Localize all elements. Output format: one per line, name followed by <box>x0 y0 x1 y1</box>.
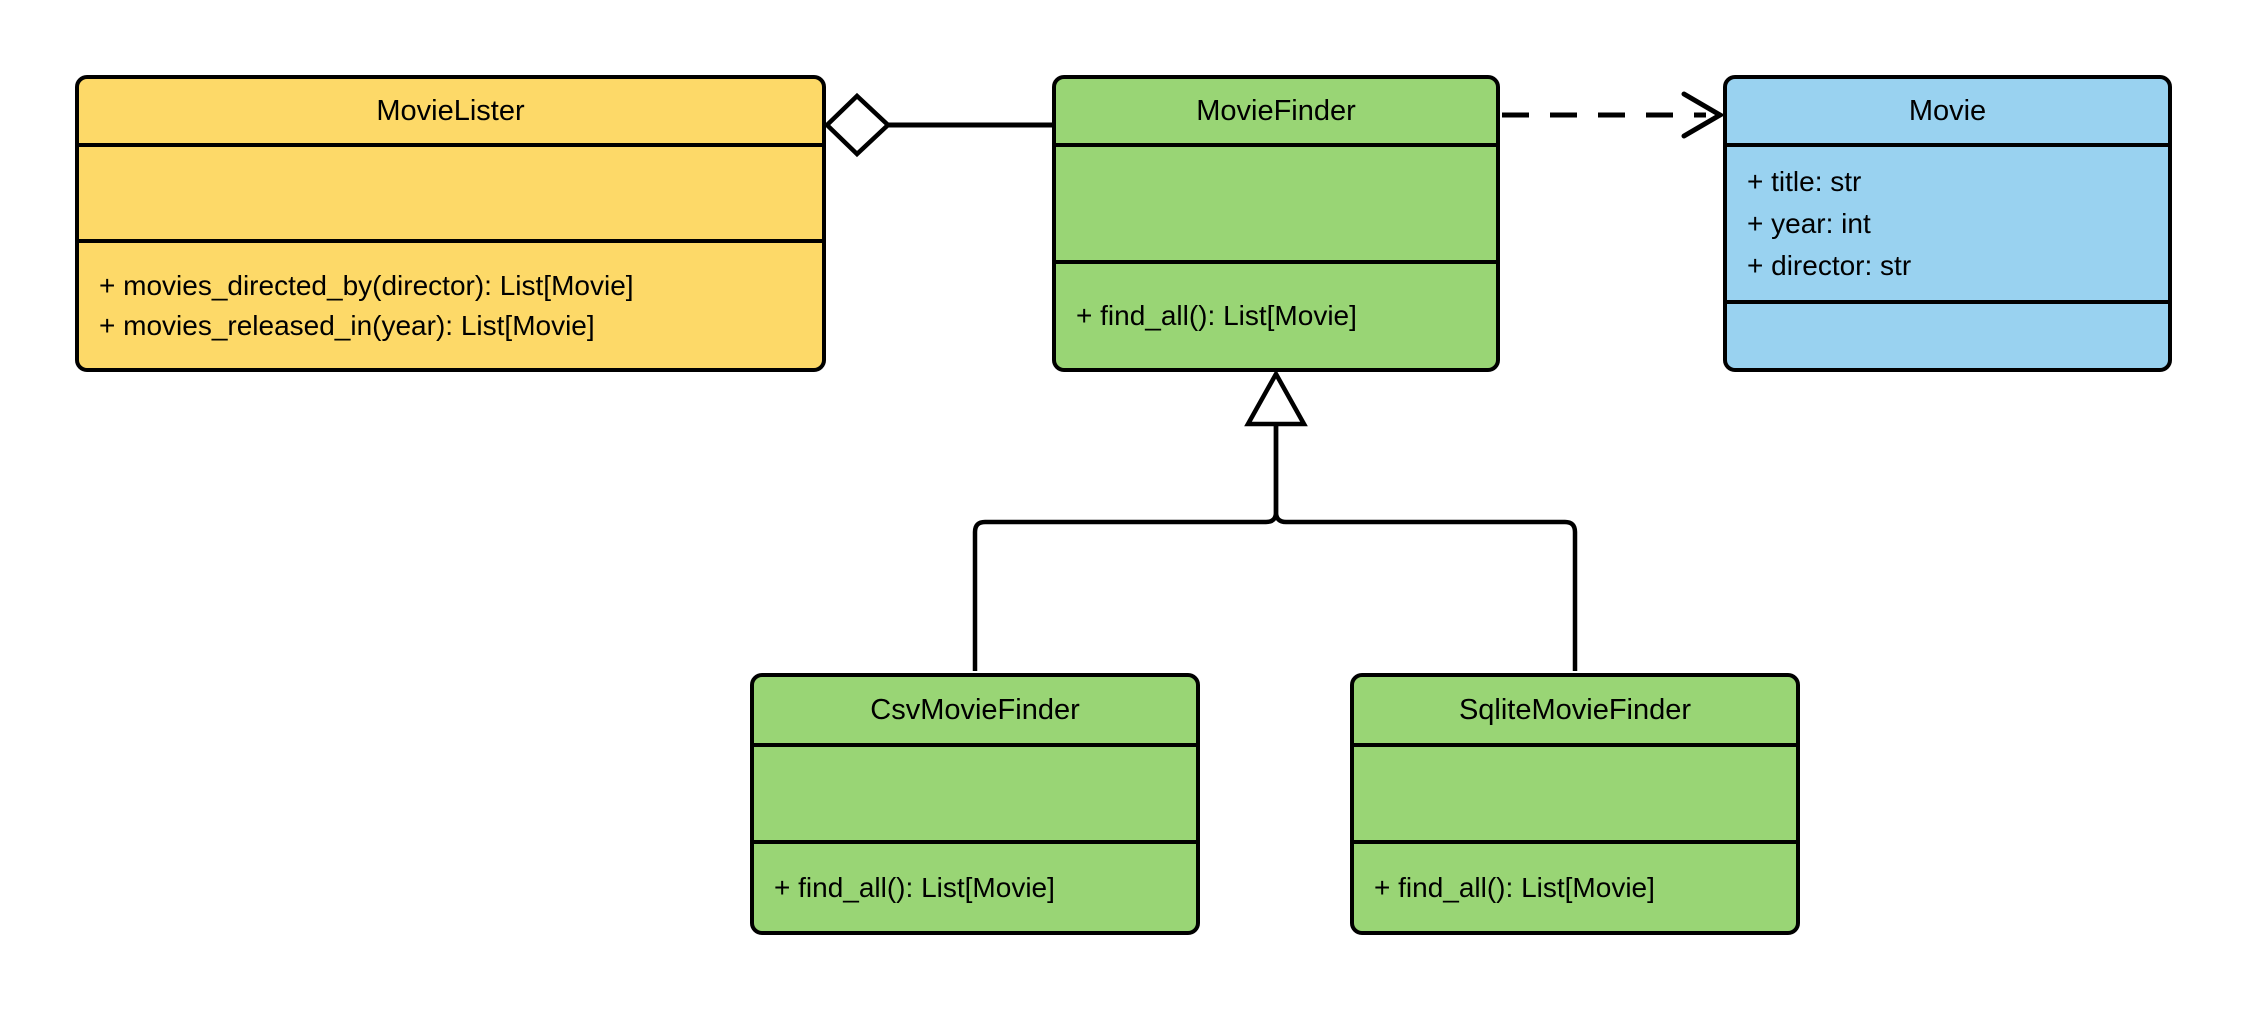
methods-section <box>1727 304 2168 368</box>
class-movielister[interactable]: MovieLister + movies_directed_by(directo… <box>75 75 826 372</box>
class-title: MovieLister <box>79 79 822 147</box>
hollow-triangle-icon <box>1244 369 1308 427</box>
method-item: + movies_directed_by(director): List[Mov… <box>99 269 634 301</box>
attributes-section: + title: str + year: int + director: str <box>1727 147 2168 304</box>
attributes-section <box>1056 147 1496 264</box>
class-csvmoviefinder[interactable]: CsvMovieFinder + find_all(): List[Movie] <box>750 673 1200 935</box>
aggregation-connector[interactable] <box>823 92 1054 158</box>
class-sqlitemoviefinder[interactable]: SqliteMovieFinder + find_all(): List[Mov… <box>1350 673 1800 935</box>
generalization-connector-sqlite[interactable] <box>1273 424 1578 671</box>
method-item: + movies_released_in(year): List[Movie] <box>99 309 595 341</box>
attributes-section <box>754 747 1196 844</box>
class-title: SqliteMovieFinder <box>1354 677 1796 747</box>
class-title: CsvMovieFinder <box>754 677 1196 747</box>
methods-section: + find_all(): List[Movie] <box>754 844 1196 931</box>
class-movie[interactable]: Movie + title: str + year: int + directo… <box>1723 75 2172 372</box>
attribute-item: + year: int <box>1747 207 1871 239</box>
generalization-connector-csv[interactable] <box>972 424 1279 671</box>
dependency-connector[interactable] <box>1502 91 1725 139</box>
class-title: MovieFinder <box>1056 79 1496 147</box>
methods-section: + find_all(): List[Movie] <box>1056 264 1496 368</box>
methods-section: + find_all(): List[Movie] <box>1354 844 1796 931</box>
method-item: + find_all(): List[Movie] <box>1076 300 1357 331</box>
hollow-diamond-icon <box>823 92 892 158</box>
method-item: + find_all(): List[Movie] <box>1374 871 1655 903</box>
method-item: + find_all(): List[Movie] <box>774 871 1055 903</box>
class-title: Movie <box>1727 79 2168 147</box>
open-arrowhead-icon <box>1681 91 1725 139</box>
class-moviefinder[interactable]: MovieFinder + find_all(): List[Movie] <box>1052 75 1500 372</box>
attribute-item: + director: str <box>1747 249 1912 281</box>
attributes-section <box>1354 747 1796 844</box>
attributes-section <box>79 147 822 243</box>
methods-section: + movies_directed_by(director): List[Mov… <box>79 243 822 368</box>
attribute-item: + title: str <box>1747 165 1862 197</box>
